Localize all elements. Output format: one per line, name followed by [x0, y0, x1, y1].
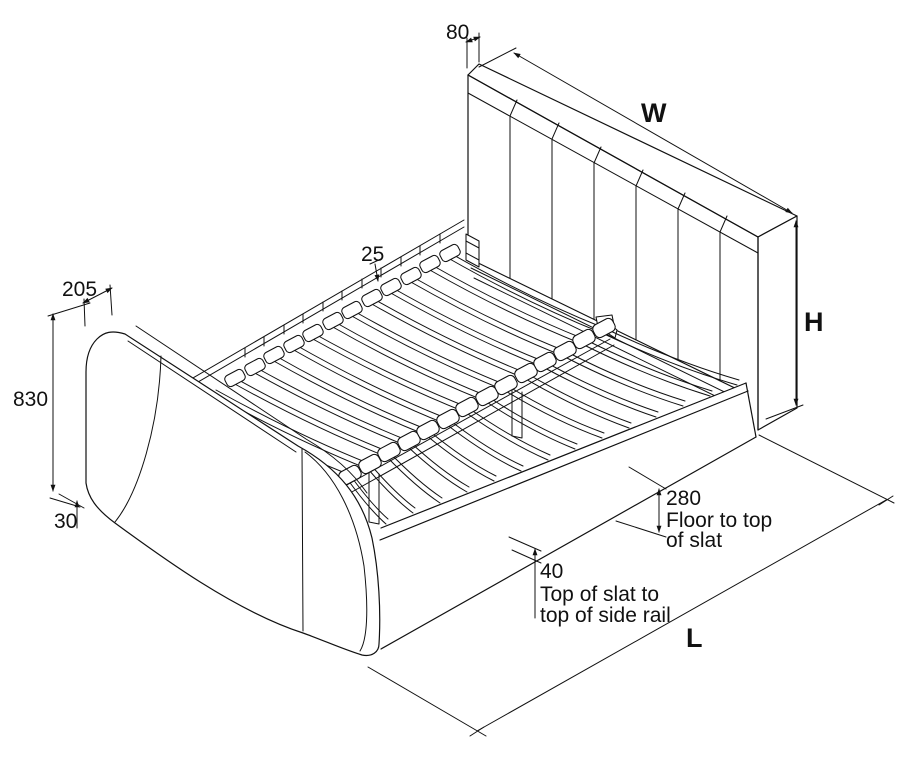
- dim-floor-to-slat: 280 Floor to top of slat: [615, 466, 772, 552]
- dim-slat-to-rail-line1: Top of slat to: [540, 583, 659, 606]
- dim-width: W: [478, 47, 793, 214]
- headboard-top-face: [467, 63, 798, 238]
- headboard-side-face: [757, 215, 798, 431]
- footboard-left-roll-edge: [114, 355, 162, 523]
- footboard-right-roll-edge: [301, 448, 304, 632]
- side-rail-outer-top-edge: [379, 390, 749, 541]
- footboard-silhouette: [85, 331, 381, 657]
- dim-slat-to-rail-line2: top of side rail: [540, 604, 671, 627]
- dim-slat-thickness-label: 25: [361, 243, 384, 266]
- dim-floor-to-slat-line2: of slat: [666, 529, 722, 552]
- dim-floor-gap: 30: [54, 493, 85, 533]
- side-rail: [379, 382, 757, 650]
- dim-width-label: W: [641, 98, 667, 128]
- center-rail-top-edge: [344, 338, 611, 487]
- slat-holders-center: [338, 317, 616, 486]
- side-rail-bottom-edge: [380, 436, 757, 650]
- head-rail-upper-edge: [470, 267, 748, 404]
- dim-footboard-thickness-label: 205: [62, 278, 97, 301]
- dim-footboard-height: 830: [13, 302, 91, 508]
- dim-slat-thickness: 25: [361, 243, 384, 282]
- head-rail-lower-edge: [473, 277, 751, 414]
- dim-floor-to-slat-value: 280: [666, 487, 701, 510]
- dim-height: H: [765, 220, 824, 420]
- slat-holders-far: [224, 243, 461, 388]
- center-rail-bottom-edge: [349, 344, 615, 494]
- dim-floor-gap-label: 30: [54, 510, 77, 533]
- headboard-panel-top-line: [467, 92, 759, 254]
- dim-headboard-thickness: 80: [446, 21, 481, 69]
- side-rail-inner-top-edge: [380, 382, 747, 529]
- dim-length: L: [367, 434, 895, 737]
- far-rail-ticks: [244, 233, 441, 358]
- dim-length-label: L: [686, 623, 703, 653]
- footboard-ridge-inner-line: [127, 340, 297, 453]
- dim-headboard-thickness-label: 80: [446, 21, 469, 44]
- footboard-end-inner-curve: [304, 451, 368, 652]
- dim-footboard-thickness: 205: [62, 278, 113, 327]
- dim-slat-to-rail: 40 Top of slat to top of side rail: [508, 536, 671, 627]
- far-rail-top-edge: [149, 219, 465, 404]
- dim-height-label: H: [804, 307, 824, 337]
- headboard-bracket: [465, 233, 480, 268]
- footboard-back-top-edge: [135, 325, 368, 494]
- dim-slat-to-rail-value: 40: [540, 560, 563, 583]
- side-rail-fill: [381, 383, 756, 649]
- far-rail-inner-edge: [149, 226, 465, 411]
- dim-floor-to-slat-line1: Floor to top: [666, 509, 772, 532]
- footboard: [85, 325, 381, 657]
- side-rail-end-edge: [745, 382, 757, 438]
- dim-footboard-height-label: 830: [13, 388, 48, 411]
- slat-base: [193, 243, 740, 525]
